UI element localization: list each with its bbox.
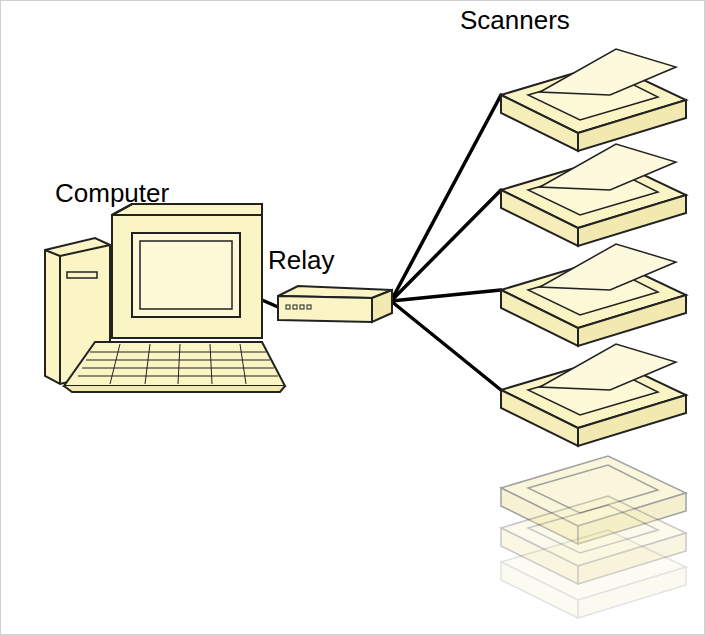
scanner-illustration [498, 45, 688, 153]
relay-node: Relay [262, 245, 397, 325]
node-label: Computer [55, 178, 169, 208]
scanner-node: Scanners [458, 5, 690, 155]
connector-line [391, 190, 501, 301]
computer-node: Computer [40, 175, 290, 390]
connector-line [262, 300, 278, 307]
scanner-illustration [498, 240, 688, 348]
scanner-illustration [498, 340, 688, 448]
node-label: Scanners [460, 5, 570, 35]
connector-line [391, 290, 501, 301]
scanner-node [498, 340, 688, 448]
scanner-illustration [498, 140, 688, 248]
connector-line [391, 301, 501, 390]
node-label: Relay [268, 245, 334, 275]
scanner-node [498, 240, 688, 348]
scanner-node [498, 140, 688, 248]
connector-line [391, 95, 501, 301]
